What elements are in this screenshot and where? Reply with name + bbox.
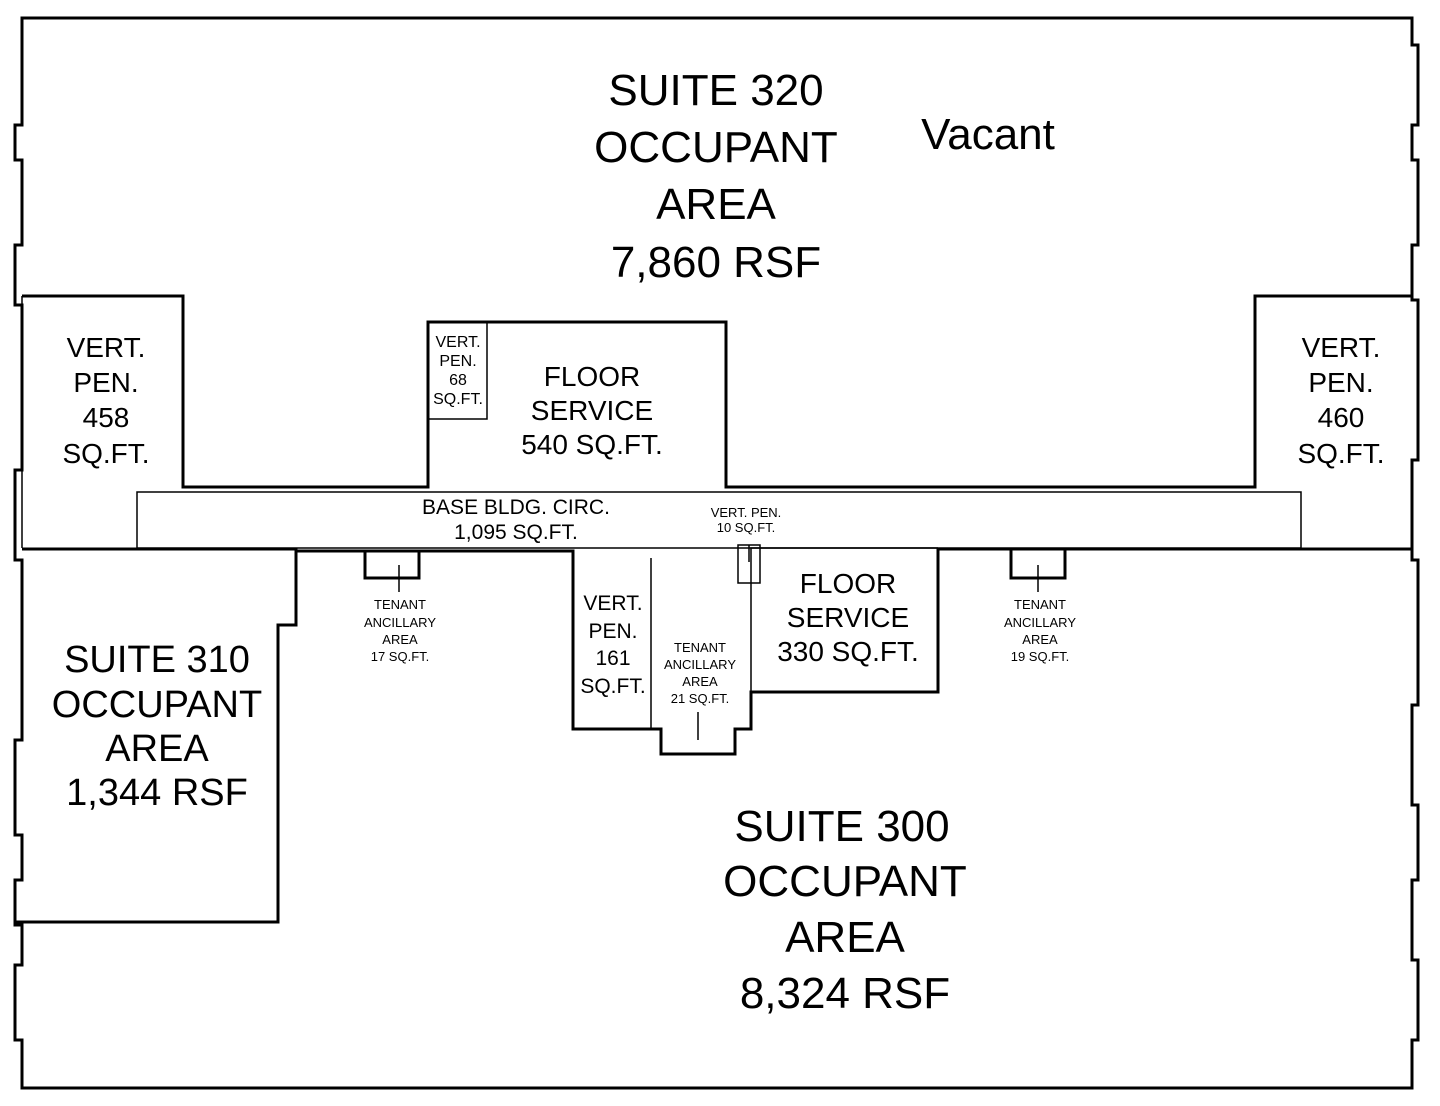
tenant-ancillary-21-l1: TENANT xyxy=(674,640,726,655)
suite300-boundary xyxy=(22,547,1412,756)
vert-pen-68-box xyxy=(427,321,488,420)
circulation-l1: BASE BLDG. CIRC. xyxy=(422,496,610,519)
suite310-area: 1,344 RSF xyxy=(66,772,248,814)
vert-pen-left-l1: VERT. xyxy=(67,332,146,363)
suite310-line2: OCCUPANT xyxy=(52,684,262,726)
vert-pen-left-l3: 458 xyxy=(83,402,130,433)
suite320-status: Vacant xyxy=(921,110,1055,159)
floor-service-330-l2: SERVICE xyxy=(787,602,909,633)
vert-pen-161-l1: VERT. xyxy=(583,592,642,615)
tenant-ancillary-19-l4: 19 SQ.FT. xyxy=(1011,649,1070,664)
suite310-line3: AREA xyxy=(105,728,209,770)
vert-pen-68-l1: VERT. xyxy=(435,334,480,351)
suite310-boundary xyxy=(15,551,298,924)
floor-service-330-l3: 330 SQ.FT. xyxy=(777,636,919,667)
floor-service-330-box xyxy=(750,547,938,692)
vert-pen-161-l4: SQ.FT. xyxy=(580,675,645,698)
tenant-ancillary-17-l2: ANCILLARY xyxy=(364,615,436,630)
suite320-area: 7,860 RSF xyxy=(611,238,821,287)
floor-service-540-l3: 540 SQ.FT. xyxy=(521,429,663,460)
vert-pen-right-l3: 460 xyxy=(1318,402,1365,433)
vert-pen-right-l2: PEN. xyxy=(1308,367,1373,398)
tenant-ancillary-17-l1: TENANT xyxy=(374,597,426,612)
suite320-name: SUITE 320 xyxy=(608,66,823,115)
suite310-name: SUITE 310 xyxy=(64,639,250,681)
vert-pen-left-l2: PEN. xyxy=(73,367,138,398)
vert-pen-68-l3: 68 xyxy=(449,372,467,389)
tenant-ancillary-19-l2: ANCILLARY xyxy=(1004,615,1076,630)
vert-pen-68-l4: SQ.FT. xyxy=(433,391,483,408)
vert-pen-right-l4: SQ.FT. xyxy=(1297,438,1384,469)
tenant-ancillary-17-l4: 17 SQ.FT. xyxy=(371,649,430,664)
suite320-line2: OCCUPANT xyxy=(594,123,838,172)
tenant-ancillary-21-l4: 21 SQ.FT. xyxy=(671,691,730,706)
vert-pen-right-l1: VERT. xyxy=(1302,332,1381,363)
suite300-name: SUITE 300 xyxy=(734,802,949,851)
suite300-area: 8,324 RSF xyxy=(740,969,950,1018)
vert-pen-10-l1: VERT. PEN. xyxy=(711,505,782,520)
circulation-l2: 1,095 SQ.FT. xyxy=(454,521,578,544)
suite300-line2: OCCUPANT xyxy=(723,857,967,906)
tenant-ancillary-21-l3: AREA xyxy=(682,674,718,689)
suite320-boundary xyxy=(22,294,1412,489)
floor-service-540-l1: FLOOR xyxy=(544,361,640,392)
building-perimeter xyxy=(13,16,1420,1090)
tenant-ancillary-19-l1: TENANT xyxy=(1014,597,1066,612)
tenant-ancillary-17-box xyxy=(363,551,421,580)
tenant-ancillary-21-l2: ANCILLARY xyxy=(664,657,736,672)
vert-pen-161-l2: PEN. xyxy=(588,620,637,643)
tenant-ancillary-19-l3: AREA xyxy=(1022,632,1058,647)
suite300-line3: AREA xyxy=(785,913,905,962)
vert-pen-left-l4: SQ.FT. xyxy=(62,438,149,469)
floor-service-540-l2: SERVICE xyxy=(531,395,653,426)
vert-pen-10-l2: 10 SQ.FT. xyxy=(717,520,776,535)
tenant-ancillary-17-l3: AREA xyxy=(382,632,418,647)
floor-service-330-l1: FLOOR xyxy=(800,568,896,599)
suite320-line3: AREA xyxy=(656,180,776,229)
vert-pen-161-l3: 161 xyxy=(595,647,630,670)
vert-pen-68-l2: PEN. xyxy=(439,353,476,370)
